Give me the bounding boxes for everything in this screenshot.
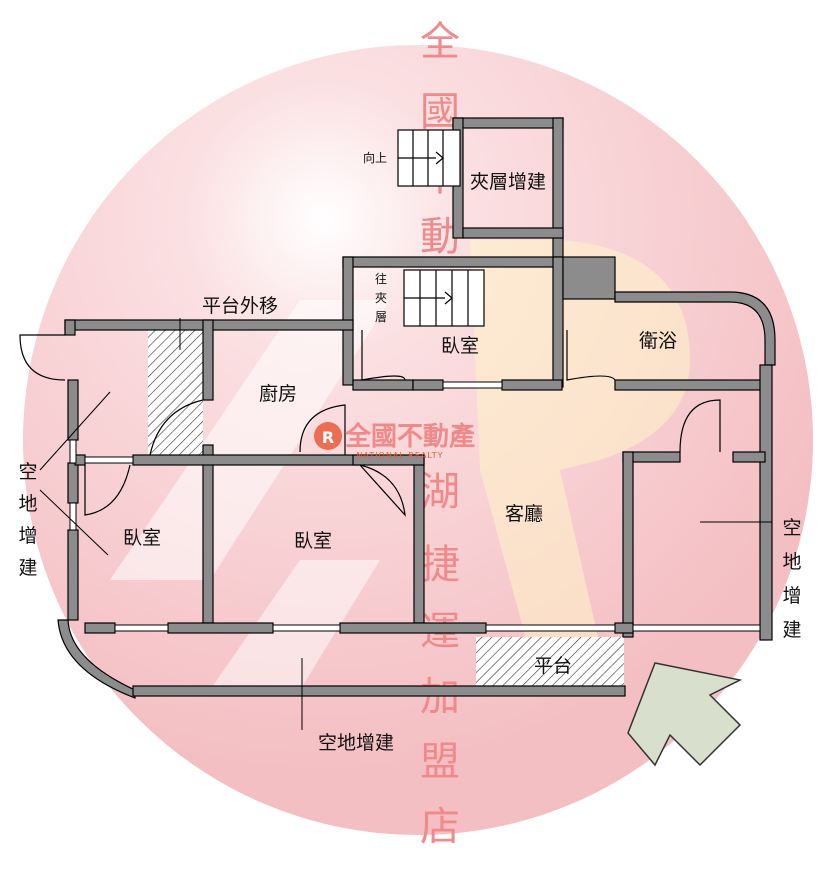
logo-subtext: NATIONAL REALTY [356, 451, 443, 460]
doors [19, 330, 721, 517]
windows [69, 381, 761, 632]
label-vacant-right-2: 地 [782, 551, 801, 573]
label-stair-up: 向上 [363, 150, 387, 165]
label-bedroom-left: 臥室 [123, 527, 161, 549]
stairs-lower [403, 269, 485, 327]
label-bathroom: 衛浴 [639, 330, 677, 352]
label-vacant-bottom: 空地增建 [318, 732, 394, 754]
label-vacant-left-3: 增 [18, 525, 37, 547]
svg-text:R: R [322, 428, 334, 447]
label-stair-to-mezz-1: 往 [375, 271, 387, 286]
watermark-char: 店 [420, 804, 460, 850]
label-vacant-right-1: 空 [782, 517, 801, 539]
label-vacant-right-4: 建 [782, 619, 801, 641]
watermark-char: 捷 [420, 542, 460, 588]
watermark-char: 加 [420, 674, 460, 720]
watermark-r-shape [110, 240, 690, 690]
label-vacant-left-2: 地 [18, 493, 37, 515]
label-stair-to-mezz-3: 層 [375, 310, 387, 324]
label-vacant-right-3: 增 [782, 585, 801, 607]
label-balcony-moved: 平台外移 [202, 295, 278, 317]
stairs-upper [397, 129, 461, 187]
watermark-char: 全 [420, 19, 460, 65]
balcony-hatch [476, 637, 624, 687]
label-vacant-left-1: 空 [18, 461, 37, 483]
label-bedroom-center: 臥室 [294, 530, 332, 552]
label-mezzanine-addition: 夾層增建 [470, 171, 546, 193]
entrance-arrow-icon [627, 662, 743, 767]
label-balcony: 平台 [534, 655, 572, 677]
leader-lines [39, 318, 772, 730]
realty-logo: R 全國不動產 NATIONAL REALTY [314, 421, 475, 460]
label-bedroom-top: 臥室 [441, 335, 479, 357]
watermark-char: 湖 [420, 469, 460, 515]
logo-text: 全國不動產 [344, 421, 475, 452]
label-kitchen: 廚房 [259, 382, 297, 405]
label-stair-to-mezz-2: 夾 [375, 291, 387, 305]
watermark-char: 盟 [420, 739, 460, 785]
walls [57, 117, 776, 699]
label-living-room: 客廳 [505, 503, 543, 525]
label-vacant-left-4: 建 [18, 557, 37, 579]
